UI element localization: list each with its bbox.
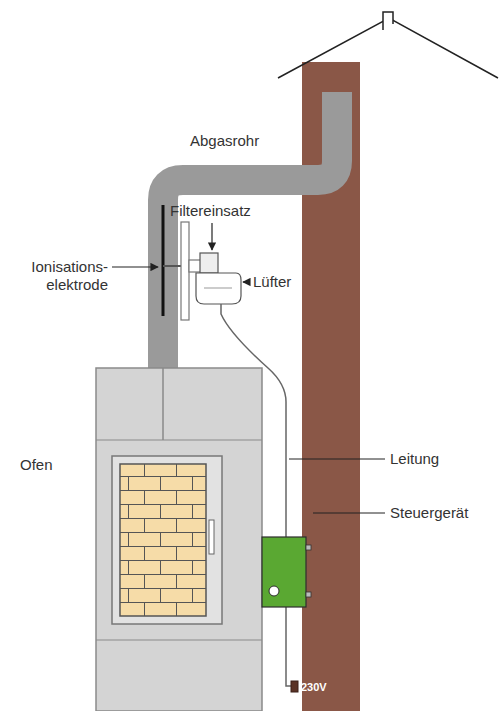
part-label: Lüfter [253, 273, 291, 291]
voltage-label: 230V [301, 680, 327, 694]
fan-unit [181, 222, 241, 320]
stove [96, 368, 262, 711]
control-unit [262, 537, 311, 607]
part-label: Ofen [20, 456, 53, 474]
plug [291, 681, 298, 692]
fan [196, 273, 241, 304]
part-label: Filtereinsatz [170, 202, 251, 220]
leader-line [112, 266, 158, 267]
pipe-label: Abgasrohr [190, 132, 259, 150]
filter-insert [200, 253, 218, 273]
roof-chimney [383, 12, 393, 30]
part-label: Leitung [390, 450, 439, 468]
power-cable [286, 607, 291, 686]
ionisation-electrode [162, 205, 165, 316]
part-label: Steuergerät [390, 504, 468, 522]
leader-line [211, 223, 212, 250]
leader-line [243, 281, 250, 282]
cable [221, 304, 286, 537]
leader-line [313, 513, 385, 514]
leader-line [289, 459, 385, 460]
part-label: Ionisations- elektrode [8, 258, 108, 294]
exhaust-pipe [163, 92, 337, 372]
